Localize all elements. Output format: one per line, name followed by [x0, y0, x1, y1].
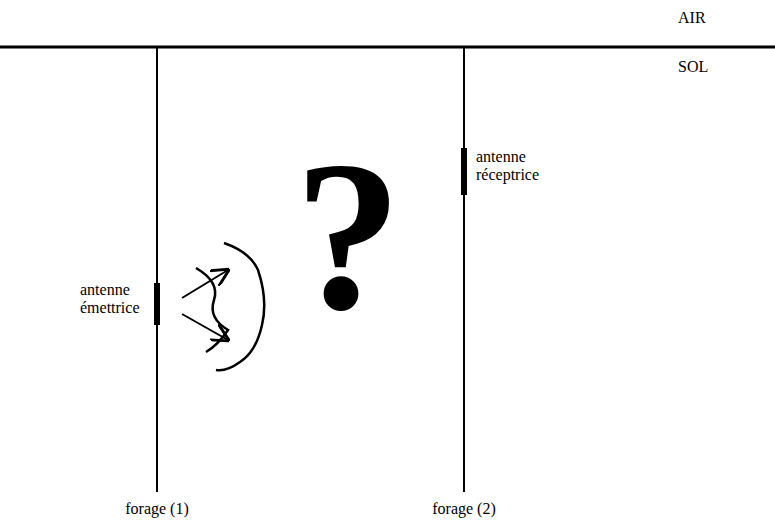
- wave-front: [196, 268, 228, 352]
- antenna-label: antenne émettrice: [80, 281, 150, 318]
- receiver-antenna: [461, 148, 467, 195]
- region-label: AIR: [678, 9, 738, 27]
- wave-arrow: [182, 314, 228, 340]
- wave-front: [216, 243, 264, 370]
- borehole-line: [463, 47, 465, 492]
- borehole-line: [156, 47, 158, 492]
- transmitter-antenna: [154, 283, 160, 325]
- antenna-label: antenne réceptrice: [476, 148, 566, 185]
- region-label: SOL: [678, 58, 738, 76]
- borehole-label: forage (2): [404, 500, 524, 518]
- ground-surface: [0, 46, 775, 49]
- borehole-label: forage (1): [97, 500, 217, 518]
- question-mark: ?: [280, 128, 416, 343]
